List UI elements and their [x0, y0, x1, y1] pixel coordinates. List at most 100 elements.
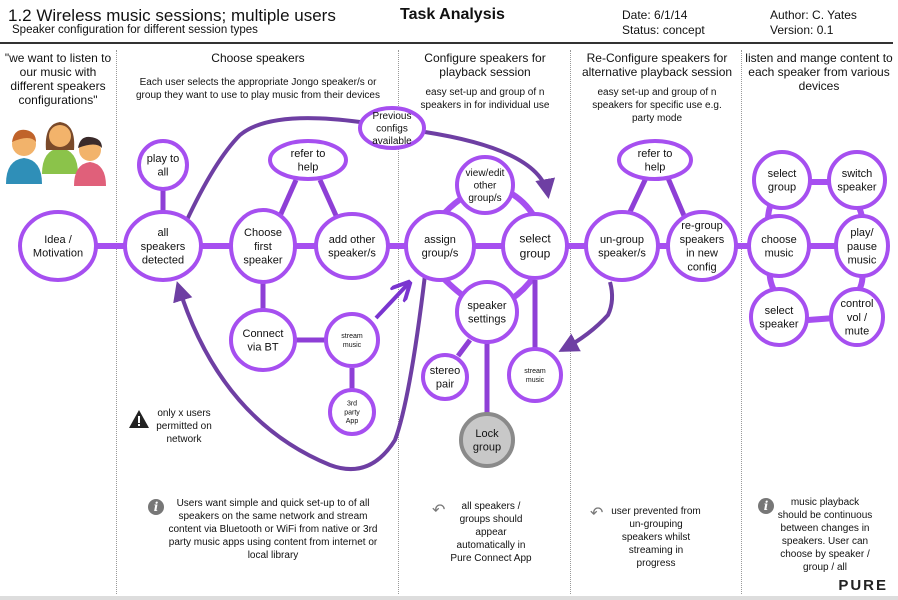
node-label: add other [329, 234, 376, 246]
warning-icon [129, 410, 149, 428]
node-label: speakers [680, 234, 725, 246]
node-shape [666, 210, 738, 282]
user-avatar [74, 136, 106, 186]
date-status: Date: 6/1/14 Status: concept [622, 8, 705, 38]
undo-icon: ↶ [432, 502, 446, 519]
undo-text-2: user prevented from un-grouping speakers… [611, 506, 701, 569]
node-label: switch [842, 168, 873, 180]
node-label: help [645, 162, 666, 174]
version: Version: 0.1 [770, 23, 834, 37]
warning-text: only x users permitted on network [156, 408, 212, 445]
author: Author: C. Yates [770, 8, 857, 22]
node-label: speaker [243, 255, 282, 267]
node-shape [314, 212, 390, 280]
node-label: Previous [373, 111, 412, 122]
column-title-choose: Choose speakers [211, 51, 305, 65]
undo-icon: ↶ [590, 505, 604, 522]
node-stream-2: stream music [507, 347, 563, 403]
node-label: all [157, 227, 168, 239]
node-shape [229, 208, 297, 284]
column-divider [398, 50, 399, 594]
node-label: settings [468, 314, 506, 326]
arrow-loop-back-to-detected [173, 274, 427, 472]
column-title-listen: listen and mange content to each speaker… [745, 51, 893, 93]
node-shape [324, 312, 380, 368]
node-play-all: play to all [137, 139, 189, 191]
document-type: Task Analysis [400, 6, 505, 23]
column-title-configure: Configure speakers for playback session [424, 51, 546, 79]
node-label: refer to [638, 148, 673, 160]
users-illustration [6, 122, 106, 186]
link [665, 177, 688, 219]
node-label: play to [147, 153, 179, 165]
page-subtitle: Speaker configuration for different sess… [12, 24, 258, 36]
node-label: select [519, 232, 551, 246]
node-shape [747, 214, 811, 278]
node-shape [137, 139, 189, 191]
undo-note-1: ↶ all speakers / groups should appear au… [432, 500, 542, 565]
node-label: all [157, 167, 168, 179]
column-quote: "we want to listen to our music with dif… [4, 51, 112, 107]
node-label: music [343, 342, 362, 349]
date: Date: 6/1/14 [622, 8, 688, 22]
info-note-2: i music playback should be continuous be… [755, 496, 885, 574]
node-label: music [526, 377, 545, 384]
node-shape [617, 139, 693, 181]
node-label: via BT [247, 342, 278, 354]
node-shape [229, 308, 297, 372]
undo-note-2: ↶ user prevented from un-grouping speake… [590, 505, 710, 570]
node-label: stream [524, 368, 546, 375]
node-label: detected [142, 255, 184, 267]
node-shape [455, 280, 519, 344]
node-label: group/s [422, 248, 459, 260]
user-avatar [42, 122, 78, 174]
node-label: Lock [475, 428, 499, 440]
node-label: assign [424, 234, 456, 246]
link-to-previous-configs [184, 116, 361, 223]
user-avatar [6, 129, 42, 184]
link [456, 338, 472, 358]
node-label: group [768, 182, 796, 194]
node-spk-settings: speaker settings [455, 280, 519, 344]
node-label: pair [436, 379, 455, 391]
node-label: config [687, 261, 716, 273]
info-note-1: i Users want simple and quick set-up to … [145, 497, 385, 562]
node-label: refer to [291, 148, 326, 160]
node-shape [827, 150, 887, 210]
node-label: speaker [759, 319, 798, 331]
info-icon: i [758, 498, 774, 514]
column-desc-reconfigure: easy set-up and group of n speakers for … [592, 87, 722, 124]
header-rule [0, 42, 893, 44]
footer-rule [0, 596, 898, 600]
author-version: Author: C. Yates Version: 0.1 [770, 8, 857, 38]
node-label: music [848, 255, 877, 267]
node-label: speaker [467, 300, 506, 312]
status: Status: concept [622, 23, 705, 37]
node-shape [834, 214, 890, 278]
node-label: control [840, 298, 873, 310]
arrow-previous-to-select-group [424, 130, 556, 199]
node-label: Motivation [33, 248, 83, 260]
node-shape [507, 347, 563, 403]
node-label: in new [686, 248, 718, 260]
undo-text-1: all speakers / groups should appear auto… [450, 501, 532, 564]
arrow-ungroup-to-stream [558, 281, 615, 352]
node-label: configs [376, 124, 408, 135]
node-shape [584, 210, 660, 282]
node-label: choose [761, 234, 796, 246]
node-label: music [765, 248, 794, 260]
node-shape [501, 212, 569, 280]
